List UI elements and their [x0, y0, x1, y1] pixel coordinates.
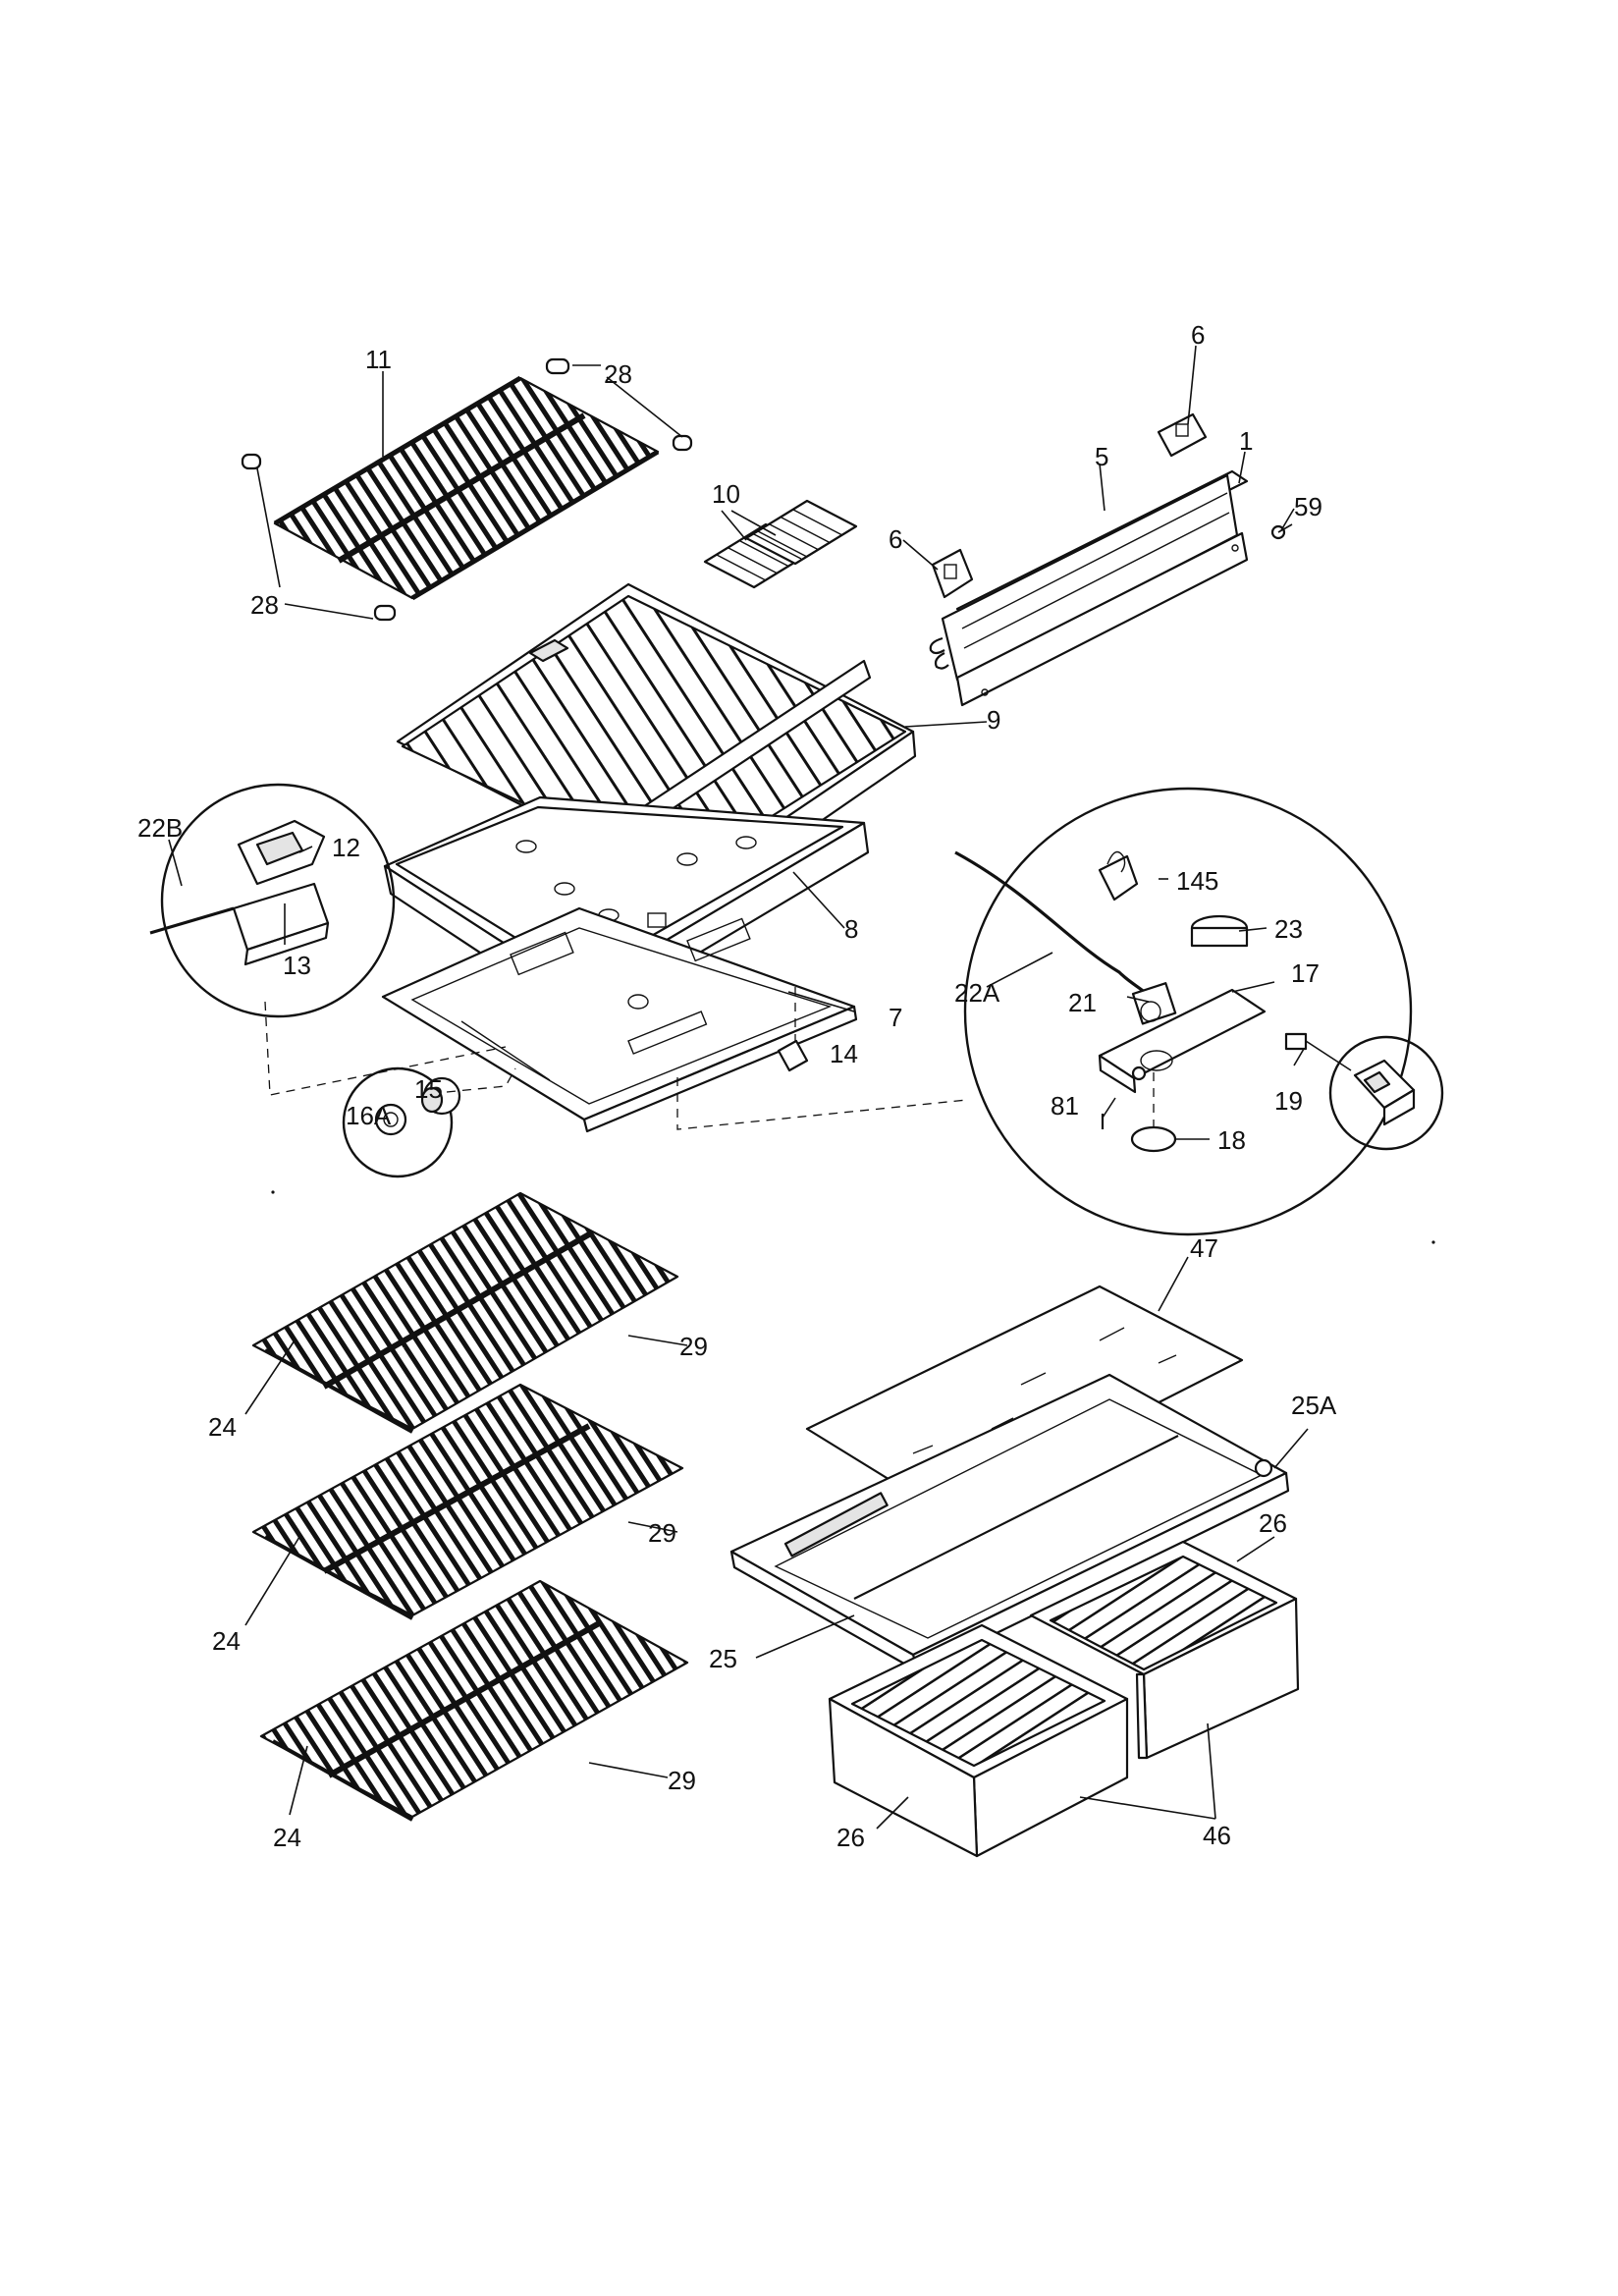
callout-6-left: 6 [889, 524, 902, 554]
stray-mark [1431, 1240, 1435, 1244]
callout-12: 12 [332, 833, 360, 862]
callout-9: 9 [987, 705, 1000, 735]
air-diffuser-plate [381, 906, 858, 1133]
callout-47: 47 [1190, 1233, 1218, 1263]
callout-29-middle: 29 [648, 1518, 676, 1548]
callout-22a: 22A [954, 978, 1000, 1008]
callout-7: 7 [889, 1003, 902, 1032]
leader-dashed-controls [264, 1001, 507, 1096]
callout-22b: 22B [137, 813, 183, 843]
mullion-bracket-left [931, 548, 974, 599]
callout-59: 59 [1294, 492, 1322, 521]
callout-24-middle: 24 [212, 1626, 241, 1656]
callout-15: 15 [414, 1074, 443, 1104]
callout-23: 23 [1274, 914, 1303, 944]
mounting-screw [1270, 523, 1293, 540]
callout-145: 145 [1176, 866, 1218, 896]
callout-5: 5 [1095, 442, 1108, 471]
mullion-bar-assembly [929, 469, 1249, 707]
mullion-bracket-right [1157, 412, 1208, 458]
callout-21: 21 [1068, 988, 1097, 1017]
callout-18: 18 [1217, 1125, 1246, 1155]
callout-13: 13 [283, 951, 311, 980]
fresh-food-wire-shelf-middle [251, 1383, 684, 1620]
crisper-cover-frame [729, 1373, 1290, 1673]
callout-24-bottom: 24 [273, 1823, 301, 1852]
fan-control-detail-circle [954, 787, 1413, 1236]
callout-28-top: 28 [604, 359, 632, 389]
callout-1: 1 [1239, 426, 1253, 456]
callout-29-bottom: 29 [668, 1766, 696, 1795]
leader-dashed-light [446, 1067, 516, 1093]
callout-19: 19 [1274, 1086, 1303, 1116]
crisper-drawer-right [1029, 1540, 1300, 1760]
switch-detail-circle [1328, 1035, 1444, 1151]
callout-28-left: 28 [250, 590, 279, 620]
callout-46: 46 [1203, 1821, 1231, 1850]
freezer-wire-shelf [273, 375, 660, 601]
stray-mark [271, 1190, 275, 1194]
callout-10: 10 [712, 479, 740, 509]
callout-25: 25 [709, 1644, 737, 1673]
callout-14: 14 [830, 1039, 858, 1068]
callout-leader-lines [244, 345, 1309, 1830]
callout-25a: 25A [1291, 1391, 1337, 1420]
fresh-food-wire-shelf-top [251, 1191, 679, 1434]
callout-8: 8 [844, 914, 858, 944]
callout-81: 81 [1051, 1091, 1079, 1121]
fresh-food-wire-shelf-bottom [259, 1579, 689, 1822]
shelf-stop-bumper [241, 357, 693, 622]
callout-24-top: 24 [208, 1412, 237, 1442]
callout-29-top: 29 [679, 1332, 708, 1361]
callout-26-right: 26 [1259, 1508, 1287, 1538]
crisper-drawer-left [828, 1623, 1129, 1858]
callout-labels: 11 28 28 10 6 6 5 1 59 9 22B 12 13 8 7 1… [137, 320, 1337, 1852]
callout-17: 17 [1291, 958, 1320, 988]
leader-dashed-fan [676, 1077, 968, 1130]
control-housing-detail-circle [149, 783, 396, 1018]
callout-16a: 16A [346, 1101, 392, 1130]
ice-cube-trays [703, 499, 858, 589]
callout-6-right: 6 [1191, 320, 1205, 350]
callout-26-left: 26 [836, 1823, 865, 1852]
damper-switch [777, 987, 809, 1072]
callout-11: 11 [365, 345, 392, 374]
